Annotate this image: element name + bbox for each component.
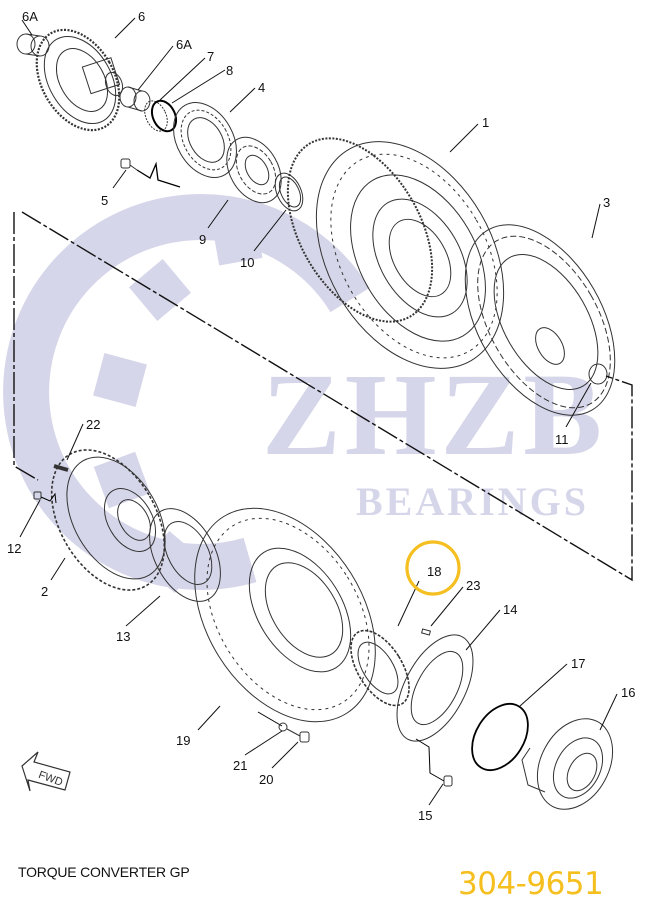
part-10-snap-ring-icon xyxy=(274,172,304,212)
part-3-turbine-icon xyxy=(464,224,616,416)
part-2-pump-icon xyxy=(50,449,166,591)
leader-lines xyxy=(19,17,618,806)
part-23-pin-icon xyxy=(421,628,431,636)
part-16-housing-icon xyxy=(521,718,614,810)
callout-23: 23 xyxy=(466,578,481,593)
part-4-retainer-icon xyxy=(173,102,237,178)
part-20-bolt-icon xyxy=(286,728,310,743)
assembly-path xyxy=(13,211,633,582)
callout-21: 21 xyxy=(233,758,248,773)
callout-9: 9 xyxy=(199,232,207,247)
part-6-gear-icon xyxy=(35,28,124,132)
part-13-carrier-icon xyxy=(149,508,221,602)
part-19-cover-icon xyxy=(194,507,376,723)
callout-17: 17 xyxy=(571,656,586,671)
part-15-bolt-icon xyxy=(415,738,453,787)
callout-14: 14 xyxy=(503,602,518,617)
callout-4: 4 xyxy=(258,80,266,95)
part-22-pin-icon xyxy=(53,464,69,472)
callout-1: 1 xyxy=(482,115,490,130)
callout-18: 18 xyxy=(427,564,442,579)
callout-12: 12 xyxy=(7,541,22,556)
callout-2: 2 xyxy=(41,584,49,599)
part-6a-bushing-2-icon xyxy=(119,86,151,112)
fwd-arrow-icon: FWD xyxy=(21,751,71,792)
callout-15: 15 xyxy=(418,808,433,823)
part-1-housing-icon xyxy=(286,137,505,369)
callout-16: 16 xyxy=(621,685,636,700)
callout-5: 5 xyxy=(101,193,109,208)
callout-6a: 6A xyxy=(176,37,192,52)
callout-6: 6 xyxy=(138,9,146,24)
part-12-bolt-icon xyxy=(33,491,57,504)
callout-8: 8 xyxy=(226,63,234,78)
part-17-oring-icon xyxy=(471,703,529,771)
diagram-title: TORQUE CONVERTER GP xyxy=(18,864,190,880)
callout-10: 10 xyxy=(240,255,255,270)
part-6a-bushing-icon xyxy=(16,33,50,57)
callout-19: 19 xyxy=(176,733,191,748)
part-8-oring-icon xyxy=(150,99,178,133)
part-14-flange-icon xyxy=(396,634,474,742)
callout-13: 13 xyxy=(116,629,131,644)
callout-6a: 6A xyxy=(22,9,38,24)
part-5-bolt-icon xyxy=(120,158,181,188)
callout-7: 7 xyxy=(207,49,215,64)
part-9-bearing-icon xyxy=(226,136,282,204)
callout-22: 22 xyxy=(86,417,101,432)
callout-3: 3 xyxy=(603,195,611,210)
part-21-washer-icon xyxy=(278,722,288,732)
highlight-circle xyxy=(405,540,461,596)
part-number: 304-9651 xyxy=(458,866,604,902)
callout-11: 11 xyxy=(555,432,569,447)
part-11-seal-icon xyxy=(588,363,608,385)
part-18-bearing-icon xyxy=(350,629,410,707)
callout-20: 20 xyxy=(259,772,274,787)
